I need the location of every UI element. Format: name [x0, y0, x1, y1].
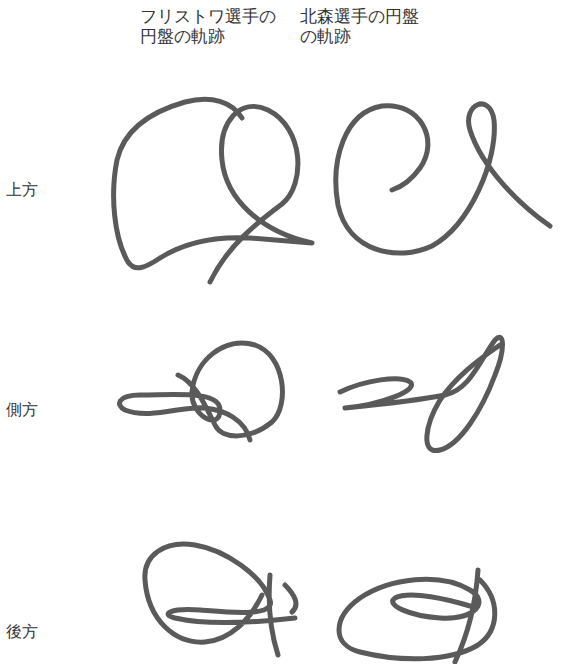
discus-trajectory [114, 99, 312, 282]
discus-trajectory [339, 570, 495, 662]
view-label: 上方 [6, 180, 38, 199]
discus-trajectory [336, 104, 550, 253]
view-label: 側方 [6, 400, 38, 419]
view-label: 後方 [6, 622, 38, 641]
column-heading: フリストワ選手の 円盤の軌跡 [140, 6, 281, 47]
discus-trajectory [340, 337, 503, 450]
column-heading: 北森選手の円盤 の軌跡 [300, 6, 424, 47]
discus-trajectory [120, 343, 283, 440]
discus-trajectory [145, 544, 296, 655]
